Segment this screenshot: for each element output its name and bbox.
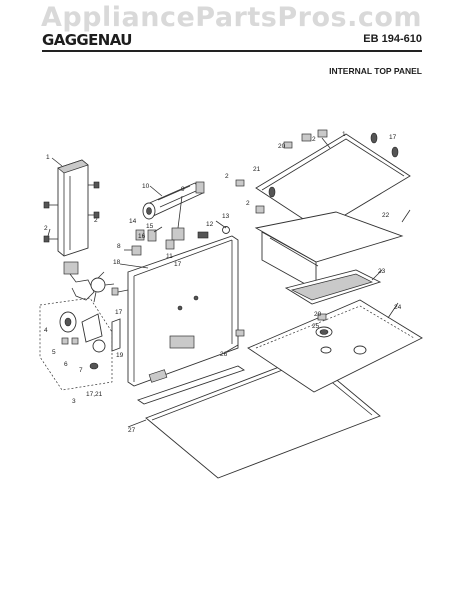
callout: 25 xyxy=(312,323,320,330)
callout-labels: 1 2 2 10 9 14 15 16 8 12 13 11 17 18 4 5… xyxy=(44,131,402,434)
callout: 5 xyxy=(52,349,56,356)
callout: 12 xyxy=(206,221,214,228)
callout: 9 xyxy=(181,186,185,193)
callout: 17 xyxy=(389,134,397,141)
callout: 14 xyxy=(129,218,137,225)
callout: 11 xyxy=(166,253,173,260)
callout: 18 xyxy=(113,259,121,266)
callout: 10 xyxy=(142,183,150,190)
callout: 23 xyxy=(378,268,386,275)
callout: 1 xyxy=(46,154,50,161)
callout: 2 xyxy=(246,200,250,207)
callout: 7 xyxy=(79,367,83,374)
watermark: AppliancePartsPros.com xyxy=(40,2,423,33)
callout: 2 xyxy=(225,173,229,180)
callout: 27 xyxy=(128,427,136,434)
section-title: INTERNAL TOP PANEL xyxy=(329,66,422,76)
callout: 8 xyxy=(117,243,121,250)
callout: 17,21 xyxy=(86,391,103,398)
callout: 19 xyxy=(116,352,124,359)
callout: 20 xyxy=(278,143,286,150)
part-insulation-panel xyxy=(254,211,404,291)
leader-lines xyxy=(47,137,411,428)
callout: 2 xyxy=(44,225,48,232)
callout: 3 xyxy=(72,398,76,405)
part-bracket xyxy=(89,318,121,370)
callout: 15 xyxy=(146,223,154,230)
part-top-plate xyxy=(235,129,411,231)
callout: 21 xyxy=(253,166,261,173)
brand-logo: GAGGENAU xyxy=(42,31,132,49)
callout: 24 xyxy=(394,304,402,311)
part-duct xyxy=(43,159,100,257)
callout: 22 xyxy=(382,212,390,219)
part-base-plate xyxy=(235,299,423,393)
callout: 26 xyxy=(220,351,228,358)
callout: 17 xyxy=(115,309,123,316)
callout: 17 xyxy=(174,261,182,268)
callout: 20 xyxy=(314,311,322,318)
callout: 1 xyxy=(342,131,346,138)
callout: 2 xyxy=(312,136,316,143)
part-fan-motor xyxy=(63,261,115,303)
callout: 2 xyxy=(94,217,98,224)
callout: 4 xyxy=(44,327,48,334)
callout: 16 xyxy=(138,233,146,240)
part-assembly-box xyxy=(39,297,113,391)
part-blower-fan xyxy=(142,181,205,220)
model-number: EB 194-610 xyxy=(363,33,422,45)
header-rule xyxy=(42,50,422,52)
part-inner-tray xyxy=(284,269,382,305)
callout: 13 xyxy=(222,213,230,220)
callout: 6 xyxy=(64,361,68,368)
part-front-frame xyxy=(111,235,239,387)
